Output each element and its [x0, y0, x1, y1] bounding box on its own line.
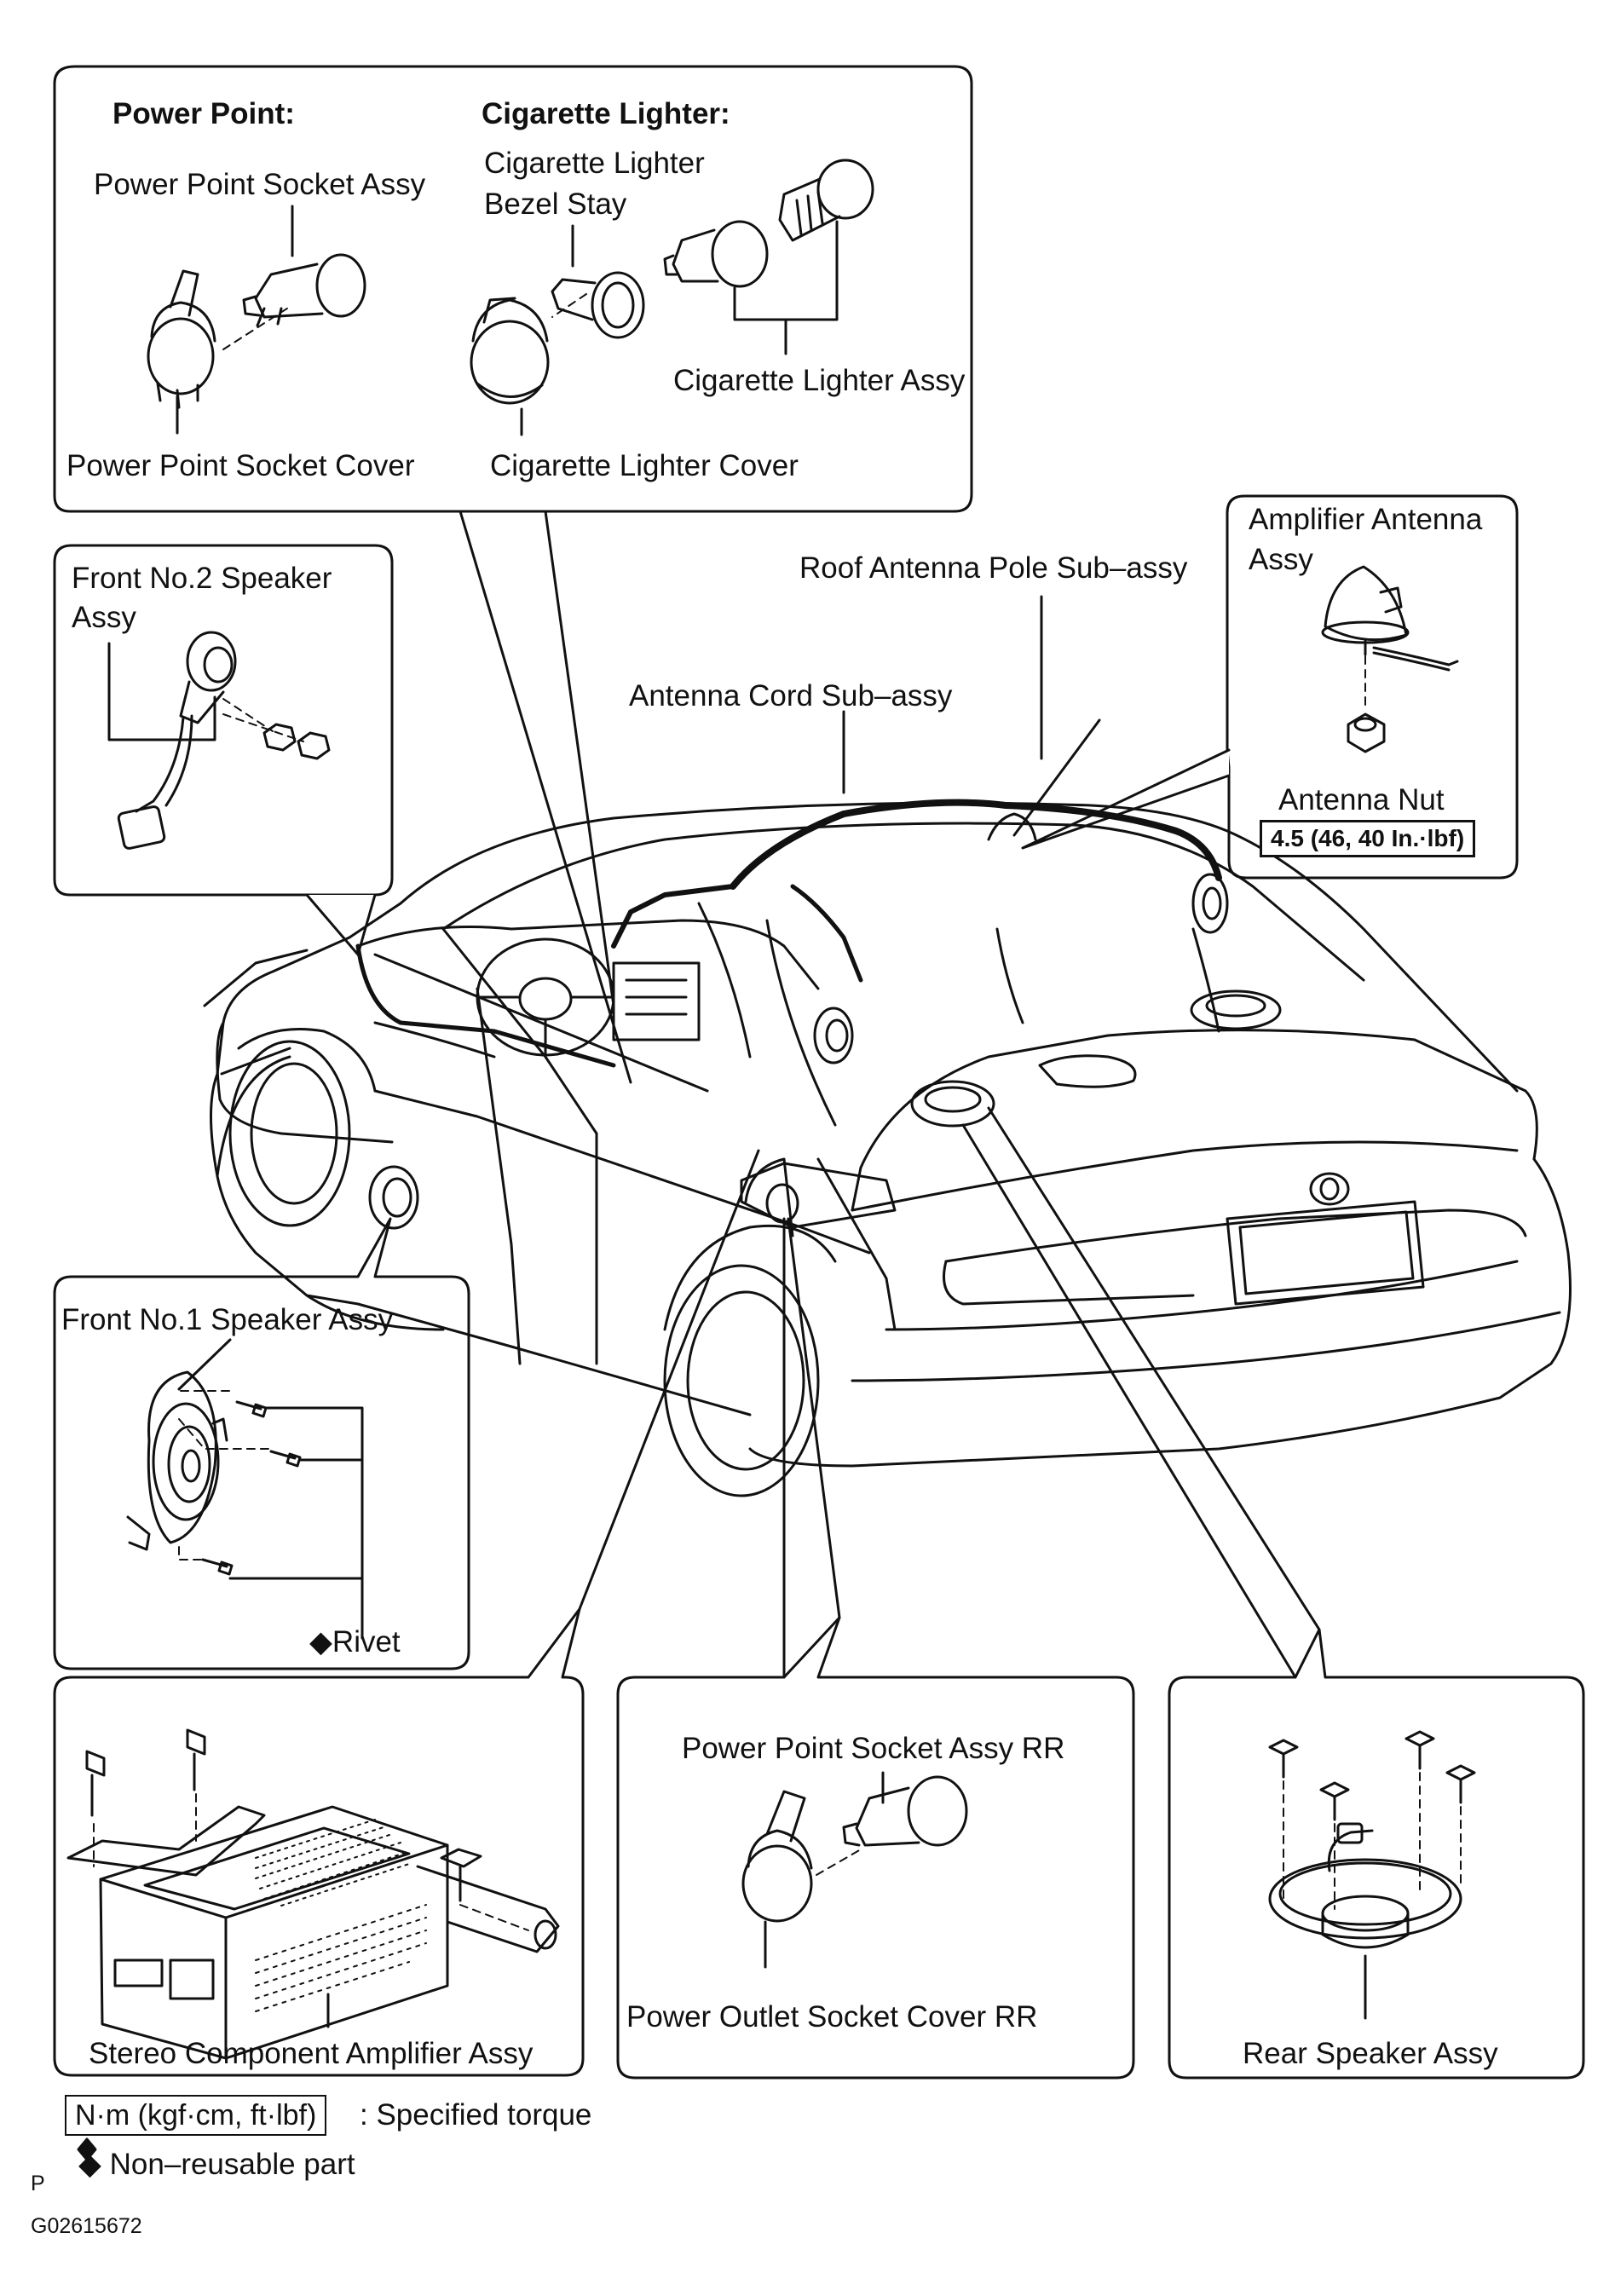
label-antenna-cord: Antenna Cord Sub–assy [629, 679, 953, 712]
power-point-dash-line [222, 306, 291, 350]
rr-socket-cover-drawing [741, 1790, 813, 1923]
bezel-dash-line [551, 293, 587, 318]
rear-speaker-drawing [1268, 1822, 1462, 1949]
pointer-front-no2 [305, 893, 377, 956]
power-point-heading: Power Point: [112, 97, 295, 130]
legend-p-mark: P [31, 2172, 45, 2195]
front-no2-speaker-drawing [117, 631, 237, 850]
leader-front-no2 [107, 642, 216, 741]
label-rivet: ◆Rivet [309, 1625, 401, 1659]
front-no2-nuts-drawing [222, 698, 331, 760]
guide-rear-speaker-left [961, 1123, 1297, 1679]
cigarette-lighter-cover-drawing [470, 297, 550, 405]
legend-torque-text: : Specified torque [360, 2098, 592, 2132]
legend-torque-unit: N·m (kgf·cm, ft·lbf) [65, 2095, 327, 2136]
leader-front-no1 [177, 1338, 232, 1391]
panel-stereo-border [53, 1607, 585, 2077]
label-cigarette-lighter-cover: Cigarette Lighter Cover [490, 449, 799, 482]
label-front-no2-line2: Assy [72, 601, 136, 634]
panel-amp-antenna-border [1226, 494, 1519, 880]
guide-stereo [578, 1149, 760, 1611]
label-front-no1: Front No.1 Speaker Assy [61, 1303, 394, 1336]
label-rear-speaker: Rear Speaker Assy [1243, 2037, 1498, 2070]
amp-antenna-drawing [1321, 565, 1459, 753]
power-point-socket-cover-drawing [147, 269, 216, 409]
panel-power-point-rr-border [616, 1616, 1135, 2080]
panel-power-point-border [53, 65, 973, 513]
panel-front-no2-border [53, 544, 394, 897]
pointer-amp-antenna [1021, 748, 1231, 850]
antenna-cord-drop [611, 884, 735, 949]
label-front-no2-line1: Front No.2 Speaker [72, 562, 332, 595]
dash-harness-drawing [355, 884, 863, 1068]
bezel-stay-drawing [551, 271, 645, 339]
guide-rear-speaker-right [987, 1106, 1321, 1631]
front-no1-rivets-drawing [178, 1390, 364, 1640]
label-power-point-socket-cover: Power Point Socket Cover [66, 449, 415, 482]
cigarette-lighter-heading: Cigarette Lighter: [482, 97, 730, 130]
label-power-point-socket-assy: Power Point Socket Assy [94, 168, 426, 201]
panel-rear-speaker-border [1168, 1628, 1585, 2080]
leader-lighter-assy [733, 220, 839, 355]
torque-antenna-nut: 4.5 (46, 40 In.·lbf) [1260, 820, 1476, 857]
label-power-point-socket-rr: Power Point Socket Assy RR [682, 1732, 1065, 1765]
label-cigarette-lighter-assy: Cigarette Lighter Assy [673, 364, 966, 397]
antenna-cord-drawing [730, 799, 1222, 890]
rr-socket-assy-drawing [842, 1775, 968, 1847]
cigarette-lighter-knob-drawing [778, 159, 874, 242]
panel-front-no1-border [53, 1217, 470, 1670]
figure-code: G02615672 [31, 2214, 142, 2238]
stereo-amplifier-drawing [66, 1728, 560, 2060]
label-power-outlet-cover-rr: Power Outlet Socket Cover RR [626, 2000, 1038, 2034]
label-antenna-nut: Antenna Nut [1278, 783, 1445, 816]
label-amp-antenna-line2: Assy [1249, 543, 1313, 576]
label-stereo-amplifier: Stereo Component Amplifier Assy [89, 2037, 534, 2070]
legend-diamond-shape [77, 2137, 97, 2161]
legend-non-reusable: ◆ Non–reusable part [78, 2148, 355, 2181]
cigarette-lighter-socket-drawing [663, 220, 769, 288]
stereo-vent-dots [255, 1819, 427, 2012]
guide-front-no2 [373, 953, 709, 1093]
front-no1-speaker-drawing [126, 1370, 228, 1551]
label-roof-antenna-pole: Roof Antenna Pole Sub–assy [799, 551, 1188, 585]
rr-dash-line [816, 1849, 862, 1876]
rear-speaker-screws-drawing [1268, 1730, 1476, 1910]
guide-rr-right [787, 1217, 841, 1619]
guide-power-point-right [544, 510, 615, 1007]
label-bezel-stay-line2: Bezel Stay [484, 187, 627, 221]
label-amp-antenna-line1: Amplifier Antenna [1249, 503, 1483, 536]
label-bezel-stay-line1: Cigarette Lighter [484, 147, 705, 180]
power-point-socket-assy-drawing [242, 253, 366, 327]
guide-power-point-left [459, 510, 632, 1084]
